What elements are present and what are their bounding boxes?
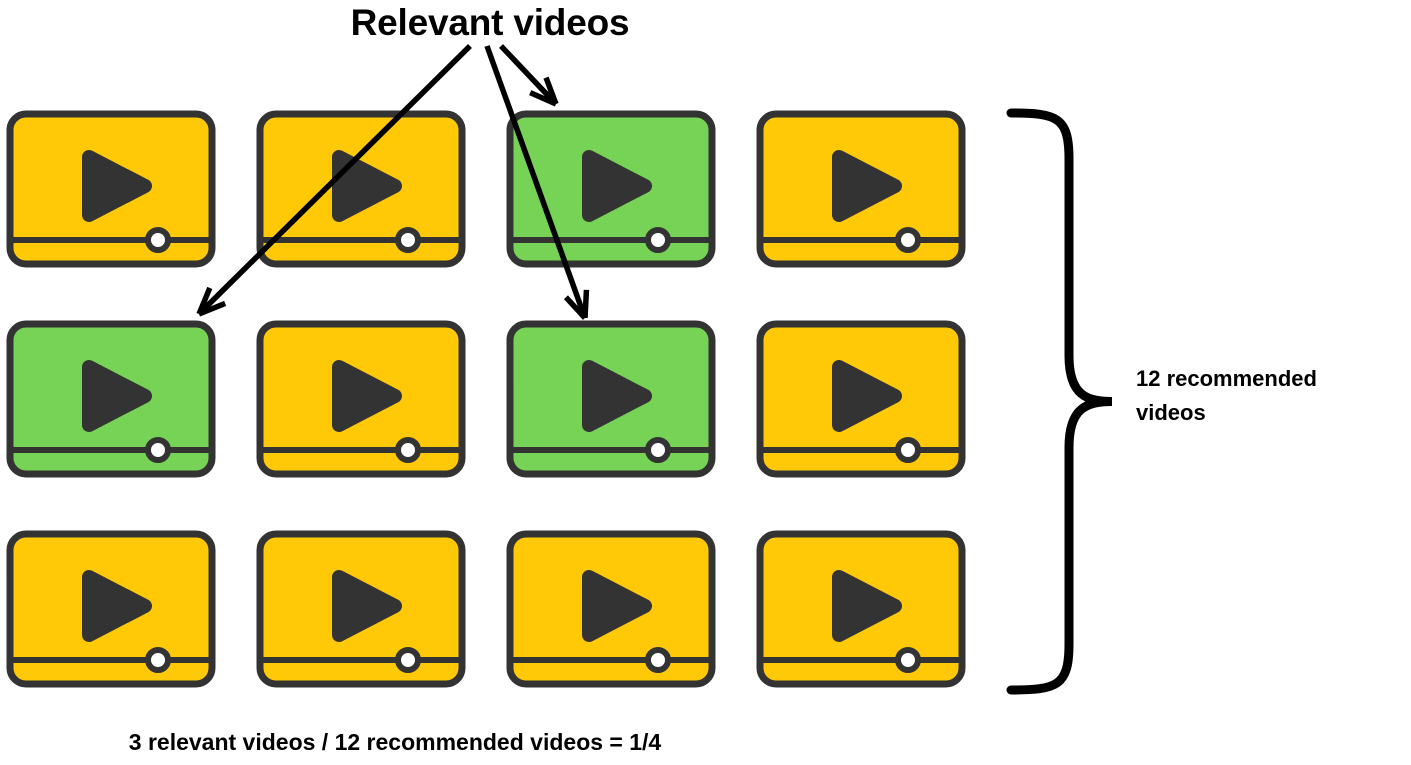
video-card[interactable] bbox=[506, 110, 716, 268]
play-icon[interactable] bbox=[582, 150, 652, 222]
play-icon[interactable] bbox=[582, 570, 652, 642]
progress-scrubber-handle[interactable] bbox=[145, 227, 171, 253]
video-card[interactable] bbox=[256, 530, 466, 688]
video-card[interactable] bbox=[756, 320, 966, 478]
video-card[interactable] bbox=[756, 530, 966, 688]
progress-scrubber-handle[interactable] bbox=[645, 227, 671, 253]
play-icon[interactable] bbox=[82, 150, 152, 222]
play-icon[interactable] bbox=[82, 360, 152, 432]
play-icon[interactable] bbox=[832, 570, 902, 642]
play-icon[interactable] bbox=[82, 570, 152, 642]
play-icon[interactable] bbox=[832, 360, 902, 432]
progress-scrubber-handle[interactable] bbox=[895, 647, 921, 673]
progress-scrubber-handle[interactable] bbox=[895, 437, 921, 463]
video-card[interactable] bbox=[6, 110, 216, 268]
ratio-caption: 3 relevant videos / 12 recommended video… bbox=[128, 729, 662, 755]
brace-label-line-2: videos bbox=[1136, 400, 1206, 425]
progress-scrubber-handle[interactable] bbox=[395, 437, 421, 463]
brace-label-line-1: 12 recommended bbox=[1136, 366, 1317, 391]
brace-icon bbox=[1006, 108, 1113, 695]
recommended-videos-brace bbox=[1006, 108, 1113, 695]
video-card[interactable] bbox=[6, 530, 216, 688]
play-icon[interactable] bbox=[832, 150, 902, 222]
progress-scrubber-handle[interactable] bbox=[145, 437, 171, 463]
progress-scrubber-handle[interactable] bbox=[395, 647, 421, 673]
progress-scrubber-handle[interactable] bbox=[145, 647, 171, 673]
progress-scrubber-handle[interactable] bbox=[395, 227, 421, 253]
video-card[interactable] bbox=[6, 320, 216, 478]
play-icon[interactable] bbox=[332, 570, 402, 642]
play-icon[interactable] bbox=[582, 360, 652, 432]
play-icon[interactable] bbox=[332, 360, 402, 432]
video-card[interactable] bbox=[756, 110, 966, 268]
brace-label: 12 recommended videos bbox=[1136, 362, 1411, 430]
progress-scrubber-handle[interactable] bbox=[895, 227, 921, 253]
video-grid bbox=[6, 110, 966, 688]
video-card[interactable] bbox=[256, 110, 466, 268]
video-card[interactable] bbox=[506, 320, 716, 478]
progress-scrubber-handle[interactable] bbox=[645, 647, 671, 673]
page-title: Relevant videos bbox=[350, 2, 630, 43]
video-card[interactable] bbox=[506, 530, 716, 688]
progress-scrubber-handle[interactable] bbox=[645, 437, 671, 463]
video-card[interactable] bbox=[256, 320, 466, 478]
